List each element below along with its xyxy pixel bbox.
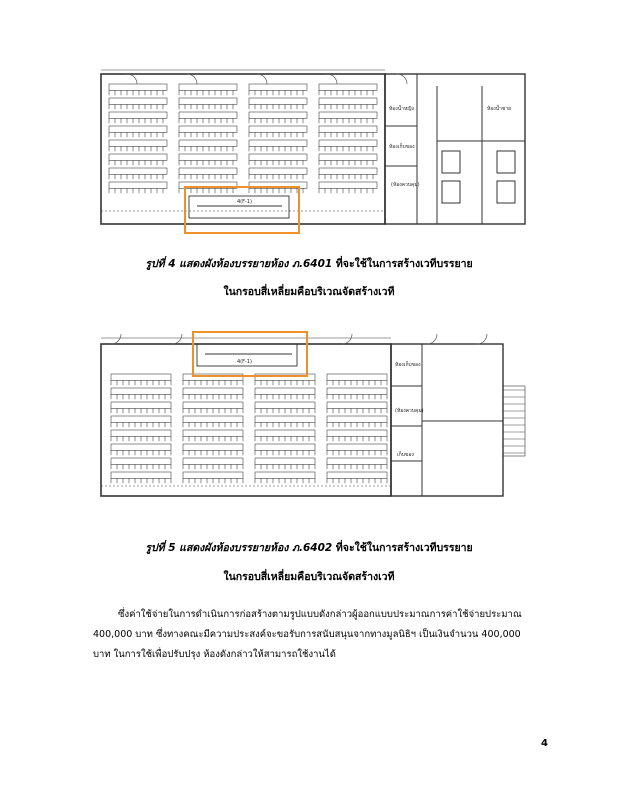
seat-row	[326, 457, 388, 465]
seat-row	[182, 387, 244, 395]
seat-row	[248, 139, 308, 147]
seat-row	[182, 429, 244, 437]
seat-row	[318, 97, 378, 105]
floor-plan-drawing: ห้องเก็บของ (ห้องควบคุม) เก็บของ 4(F-1)	[100, 331, 526, 497]
seat-row	[178, 111, 238, 119]
seat-row	[254, 429, 316, 437]
figure-5-caption-line1: รูปที่ 5 แสดงผังห้องบรรยายห้อง ภ.6402 ที…	[0, 541, 618, 555]
seat-row	[178, 97, 238, 105]
seat-row	[248, 167, 308, 175]
floor-plan-room-6401: ห้องน้ำหญิง ห้องเก็บของ ห้องน้ำชาย (ห้อง…	[97, 66, 530, 244]
seat-row	[318, 139, 378, 147]
plan-label-stage-grid: 4(F-1)	[237, 199, 252, 205]
seat-row	[318, 83, 378, 91]
body-paragraph-line3: บาท ในการใช้เพื่อปรับปรุง ห้องดังกล่าวให…	[93, 649, 336, 660]
seat-row	[178, 181, 238, 189]
seat-row	[110, 373, 172, 381]
stage-highlight-box	[192, 331, 308, 377]
seat-row	[254, 457, 316, 465]
seat-row	[182, 401, 244, 409]
seat-row	[110, 401, 172, 409]
seat-row	[318, 153, 378, 161]
plan-label-control-room: (ห้องควบคุม)	[395, 407, 424, 414]
seat-row	[110, 471, 172, 479]
seat-row	[318, 167, 378, 175]
seat-row	[182, 415, 244, 423]
plan-label-women-restroom: ห้องน้ำหญิง	[389, 103, 415, 112]
seat-row	[248, 181, 308, 189]
seat-row	[108, 139, 168, 147]
seat-row	[326, 415, 388, 423]
seat-row	[108, 167, 168, 175]
seat-row	[182, 373, 244, 381]
seat-row	[254, 373, 316, 381]
seat-row	[248, 153, 308, 161]
seat-row	[178, 153, 238, 161]
seat-row	[108, 153, 168, 161]
seat-row	[182, 457, 244, 465]
seat-row	[326, 429, 388, 437]
figure-5-caption-line2: ในกรอบสี่เหลี่ยมคือบริเวณจัดสร้างเวที	[223, 571, 395, 583]
plan-label-men-restroom: ห้องน้ำชาย	[487, 103, 511, 112]
seat-row	[254, 387, 316, 395]
plan-label-stage-grid: 4(F-1)	[237, 359, 252, 365]
seat-row	[248, 97, 308, 105]
stage-highlight-box	[184, 186, 300, 234]
figure-5-caption-italic: รูปที่ 5 แสดงผังห้องบรรยายห้อง ภ.6402	[145, 542, 333, 554]
seat-row	[326, 387, 388, 395]
seat-row	[318, 125, 378, 133]
seat-row	[108, 111, 168, 119]
seat-row	[178, 139, 238, 147]
figure-4-caption-rest: ที่จะใช้ในการสร้างเวทีบรรยาย	[332, 258, 473, 270]
plan-label-control-room: (ห้องควบคุม)	[391, 181, 420, 188]
seat-row	[178, 125, 238, 133]
seat-row	[254, 471, 316, 479]
figure-5-caption-rest: ที่จะใช้ในการสร้างเวทีบรรยาย	[332, 542, 473, 554]
figure-4-caption-line2: ในกรอบสี่เหลี่ยมคือบริเวณจัดสร้างเวที	[223, 286, 395, 298]
seat-row	[326, 401, 388, 409]
seat-row	[254, 415, 316, 423]
seat-row	[254, 443, 316, 451]
seat-row	[248, 125, 308, 133]
seat-row	[248, 111, 308, 119]
seat-row	[182, 443, 244, 451]
floor-plan-drawing: ห้องน้ำหญิง ห้องเก็บของ ห้องน้ำชาย (ห้อง…	[100, 69, 526, 234]
seat-row	[110, 457, 172, 465]
seat-row	[110, 429, 172, 437]
seat-row	[178, 83, 238, 91]
seat-row	[182, 471, 244, 479]
seat-row	[110, 387, 172, 395]
page-number: 4	[541, 738, 548, 749]
figure-4-caption-line1: รูปที่ 4 แสดงผังห้องบรรยายห้อง ภ.6401 ที…	[0, 257, 618, 271]
plan-label-storage: ห้องเก็บของ	[389, 142, 415, 150]
seat-row	[254, 401, 316, 409]
floor-plan-room-6402: ห้องเก็บของ (ห้องควบคุม) เก็บของ 4(F-1)	[97, 326, 530, 522]
seat-row	[108, 125, 168, 133]
seat-row	[178, 167, 238, 175]
seat-row	[248, 83, 308, 91]
seat-row	[108, 97, 168, 105]
body-paragraph-line2: 400,000 บาท ซึ่งทางคณะมีความประสงค์จะขอร…	[93, 629, 521, 640]
seat-row	[318, 111, 378, 119]
seat-row	[326, 471, 388, 479]
seat-row	[326, 443, 388, 451]
seat-row	[110, 443, 172, 451]
seat-row	[318, 181, 378, 189]
seat-row	[108, 181, 168, 189]
seat-row	[108, 83, 168, 91]
seat-row	[326, 373, 388, 381]
body-paragraph-line1: ซึ่งค่าใช้จ่ายในการดำเนินการก่อสร้างตามร…	[118, 609, 522, 620]
plan-label-storage: ห้องเก็บของ	[395, 360, 421, 368]
plan-label-storage-small: เก็บของ	[397, 450, 414, 458]
figure-4-caption-italic: รูปที่ 4 แสดงผังห้องบรรยายห้อง ภ.6401	[145, 258, 333, 270]
seat-row	[110, 415, 172, 423]
